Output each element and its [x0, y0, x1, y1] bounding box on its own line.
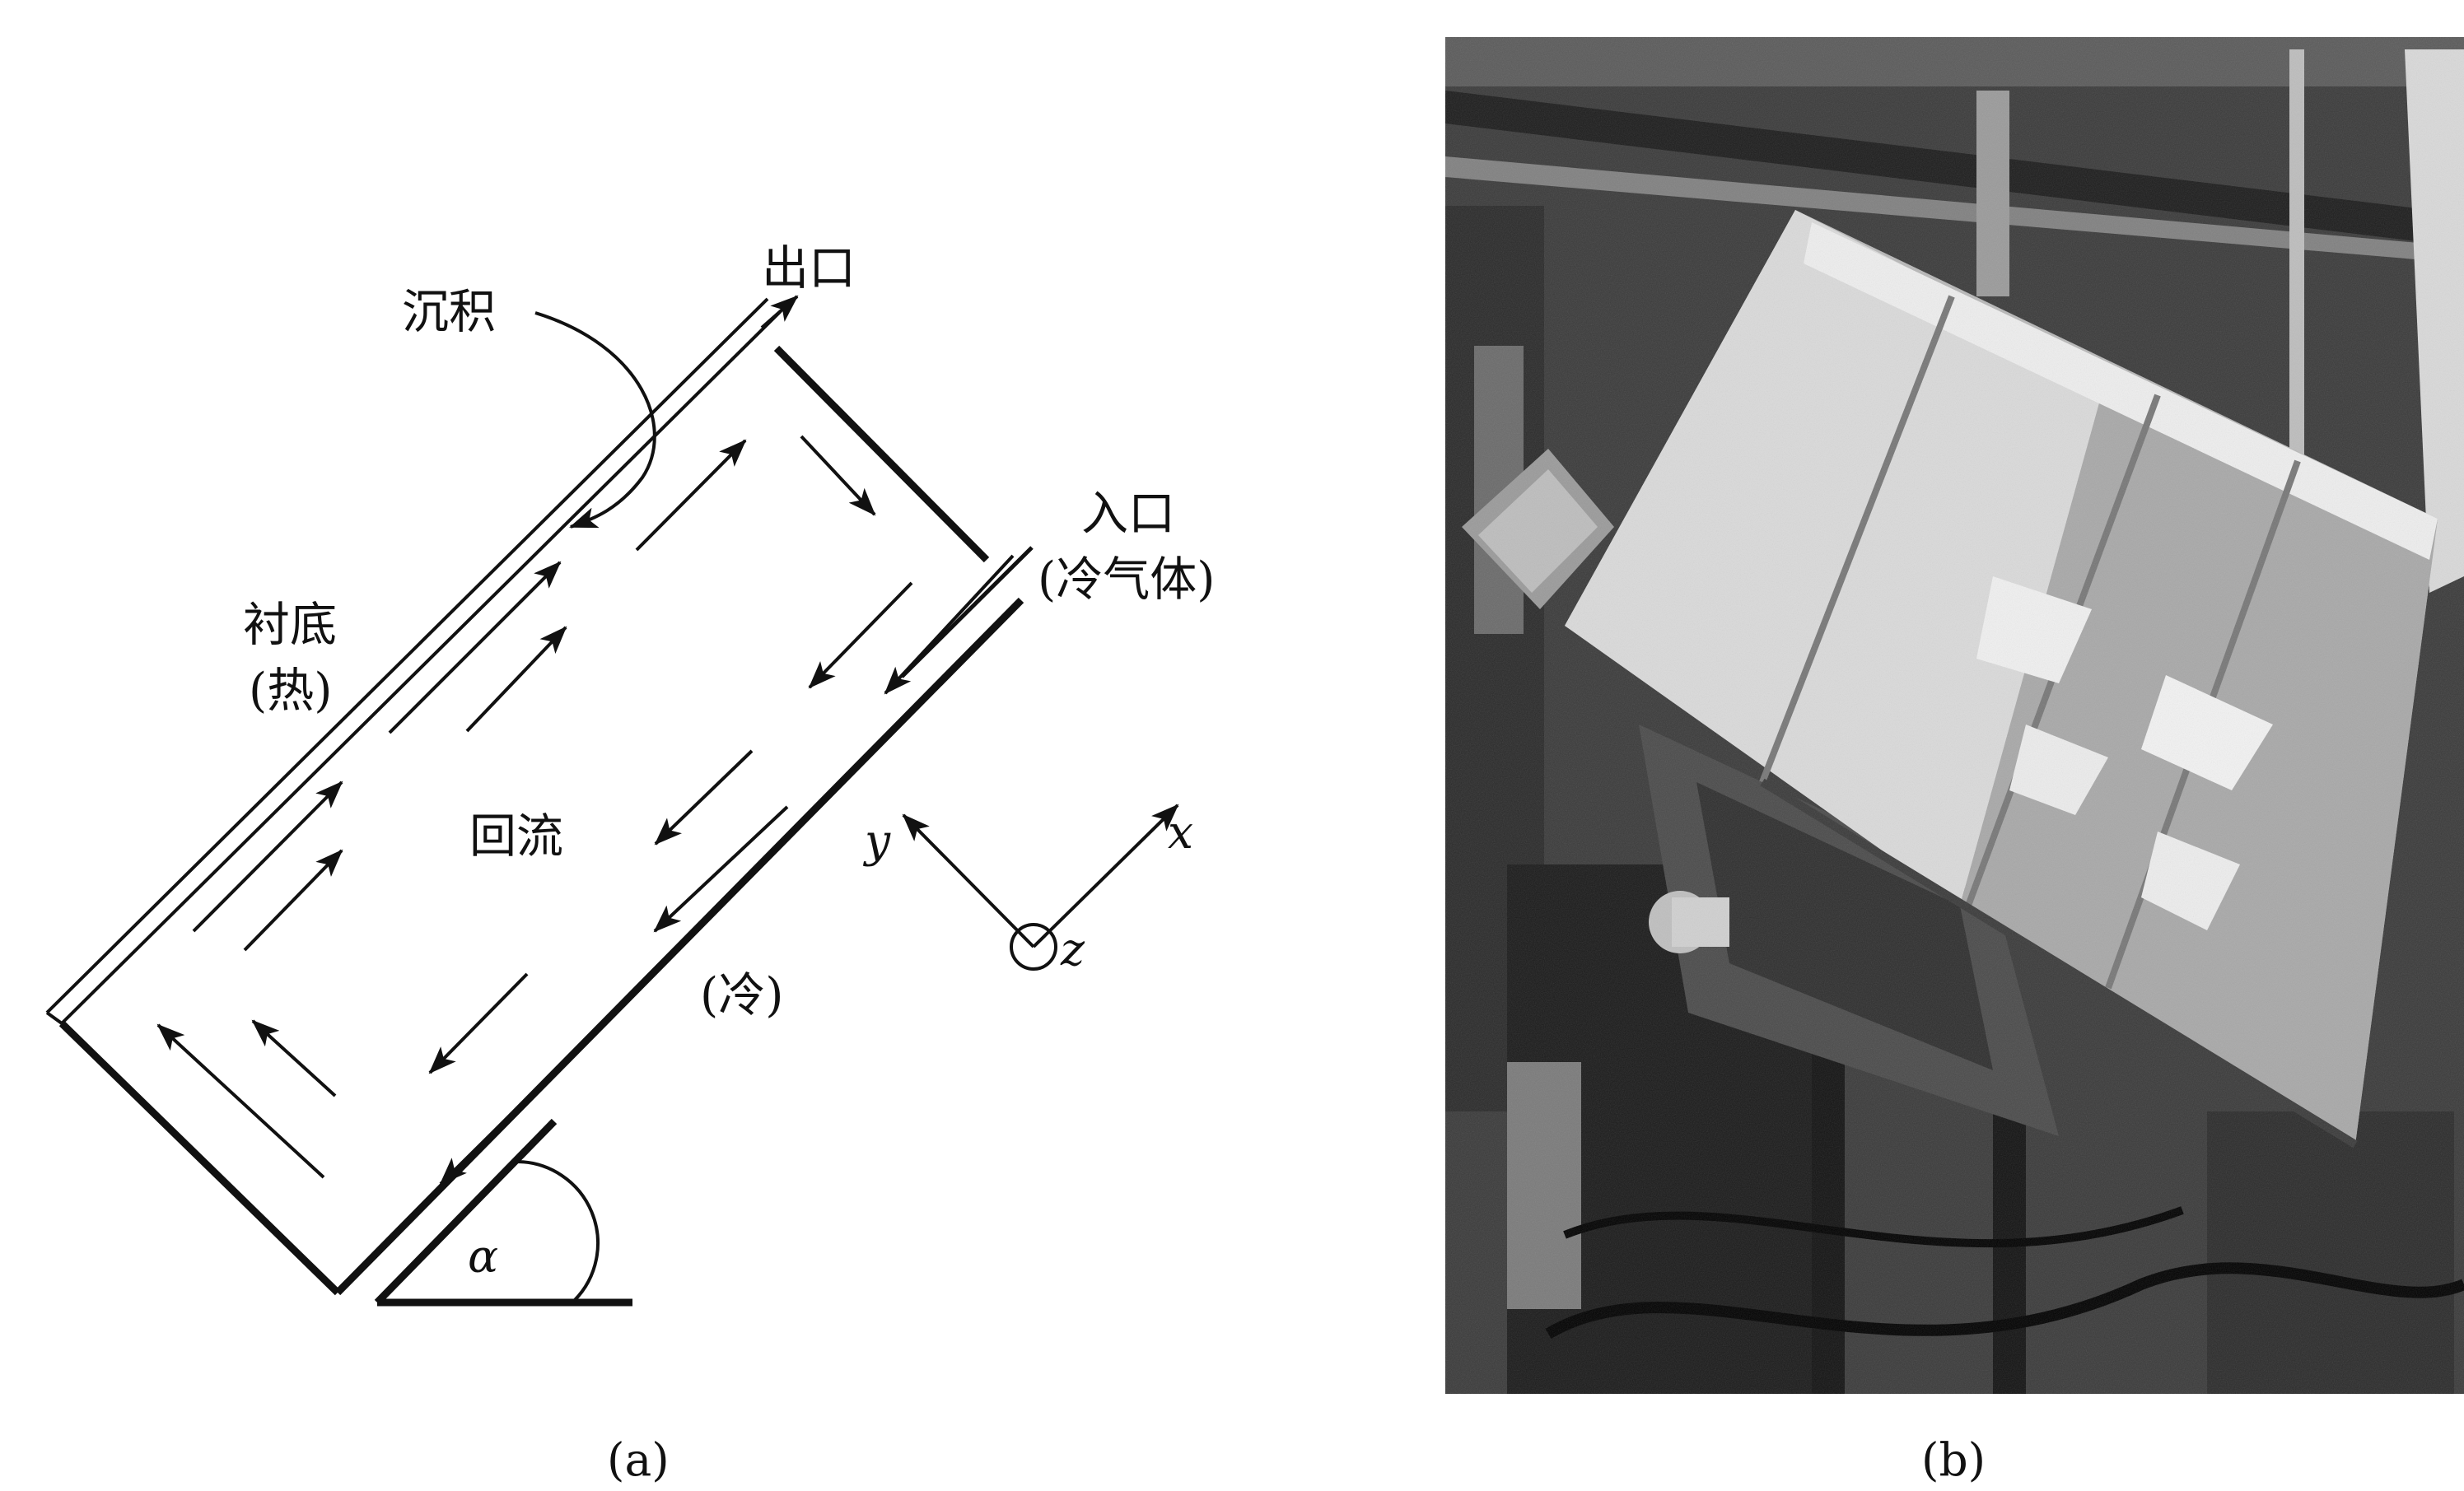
caption-b: (b): [1921, 1433, 1986, 1486]
outlet-arrow: [760, 295, 799, 329]
flow-arrow: [192, 780, 343, 933]
flow-arrow: [428, 972, 529, 1074]
flow-arrow: [653, 805, 789, 933]
substrate-label: 衬底: [243, 598, 337, 652]
flow-arrow: [635, 439, 747, 552]
z-axis-icon: [1010, 923, 1057, 971]
cold-label: (冷): [700, 968, 783, 1023]
substrate-wall: [45, 297, 782, 1025]
axis-z-label: z: [1060, 923, 1085, 976]
flow-arrow: [251, 1019, 337, 1097]
reactor-photo: (b): [1445, 37, 2464, 1486]
caption-a: (a): [607, 1433, 670, 1486]
top-wall: [773, 345, 990, 563]
axis-x-label: x: [1168, 806, 1193, 859]
reactor-diagram: 出口 沉积 入口 (冷气体) 衬底 (热) 回流 (冷) α x y z (a): [45, 241, 1215, 1486]
flow-arrow: [800, 435, 876, 516]
deposition-leader: [534, 311, 656, 529]
flow-arrow: [243, 849, 343, 952]
flow-arrow: [465, 626, 567, 733]
angle-arc: [516, 1160, 600, 1302]
cold-wall: [334, 597, 1024, 1296]
axis-y-label: y: [862, 814, 891, 867]
flow-arrow: [654, 749, 754, 846]
flow-arrow: [156, 1023, 325, 1179]
inlet-sub-label: (冷气体): [1038, 552, 1215, 607]
coordinate-axes: [902, 804, 1179, 971]
recirculation-label: 回流: [469, 809, 563, 864]
deposition-label: 沉积: [402, 285, 496, 339]
inlet-label: 入口: [1081, 487, 1175, 541]
outlet-label: 出口: [762, 241, 856, 296]
flow-arrow: [808, 581, 913, 689]
inlet-channel-line: [900, 546, 1034, 678]
angle-label: α: [468, 1230, 498, 1283]
base-plate-slope: [374, 1118, 558, 1306]
flow-arrow: [439, 1036, 590, 1186]
bottom-wall: [58, 1020, 341, 1296]
flow-arrows: [156, 435, 1015, 1186]
flow-arrow: [388, 561, 562, 734]
substrate-sub-label: (热): [249, 664, 332, 718]
inlet-flow-arrow: [884, 554, 1015, 695]
